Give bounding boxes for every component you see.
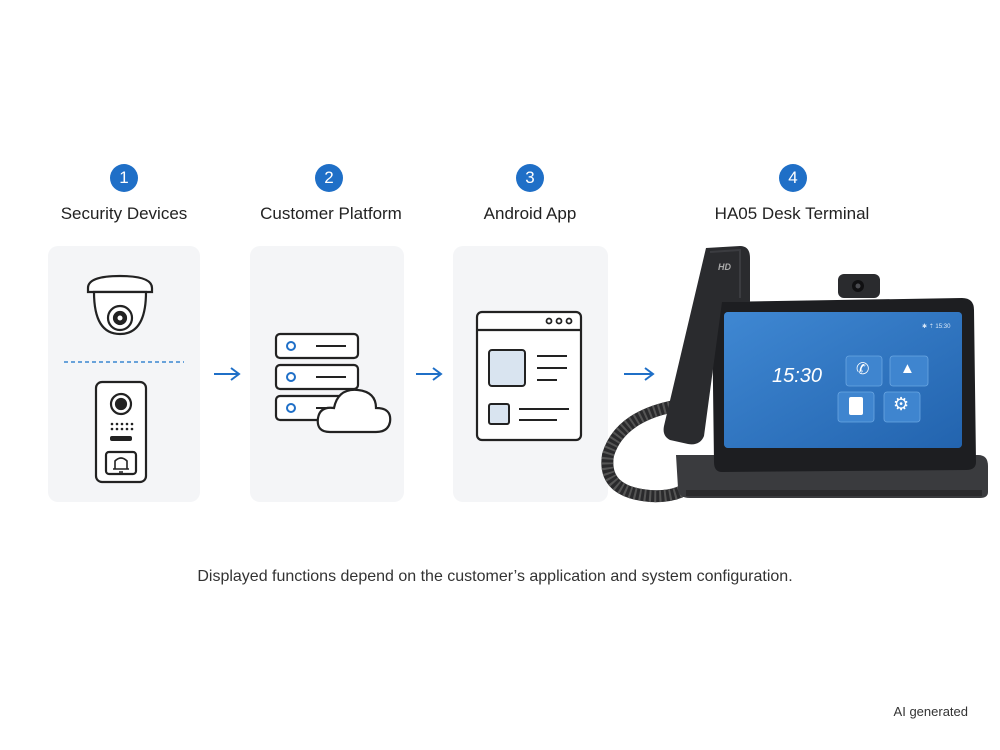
desk-terminal-illustration	[601, 246, 988, 503]
step-1-label: Security Devices	[60, 204, 188, 223]
android-app-card	[453, 246, 608, 502]
speaker-grille-icon	[110, 422, 134, 431]
cloud-icon	[316, 388, 392, 434]
app-window-illustration	[475, 310, 583, 442]
phone-icon[interactable]: ✆	[856, 361, 870, 378]
step-3-label: Android App	[483, 204, 577, 223]
screen-clock: 15:30	[772, 365, 823, 387]
doorbell-intercom-icon	[94, 380, 148, 484]
ai-generated-badge: AI generated	[893, 704, 968, 719]
customer-platform-card	[250, 246, 404, 502]
desk-terminal: HD ✱ ⇡ 15:30 15:30 ✆ ▲ ⚙	[590, 240, 995, 510]
caption: Displayed functions depend on the custom…	[197, 568, 793, 585]
mountain-icon[interactable]: ▲	[900, 360, 915, 377]
step-1-number: 1	[110, 164, 138, 192]
step-2-number: 2	[315, 164, 343, 192]
contacts-icon[interactable]	[849, 397, 863, 415]
server-cloud-illustration	[274, 332, 392, 434]
security-devices-illustration	[64, 274, 184, 484]
step-4-label: HA05 Desk Terminal	[714, 204, 870, 223]
dome-camera-icon	[86, 274, 154, 336]
arrow-2-icon	[416, 367, 443, 381]
security-devices-card	[48, 246, 200, 502]
step-4-number: 4	[779, 164, 807, 192]
arrow-3-icon	[624, 367, 655, 381]
step-2-label: Customer Platform	[260, 204, 402, 223]
handset-brand: HD	[718, 262, 731, 272]
settings-icon[interactable]: ⚙	[893, 394, 910, 414]
handset	[663, 246, 750, 445]
screen-status-bar: ✱ ⇡ 15:30	[922, 324, 951, 330]
bell-icon	[113, 457, 129, 473]
arrow-1-icon	[214, 367, 241, 381]
step-3-number: 3	[516, 164, 544, 192]
